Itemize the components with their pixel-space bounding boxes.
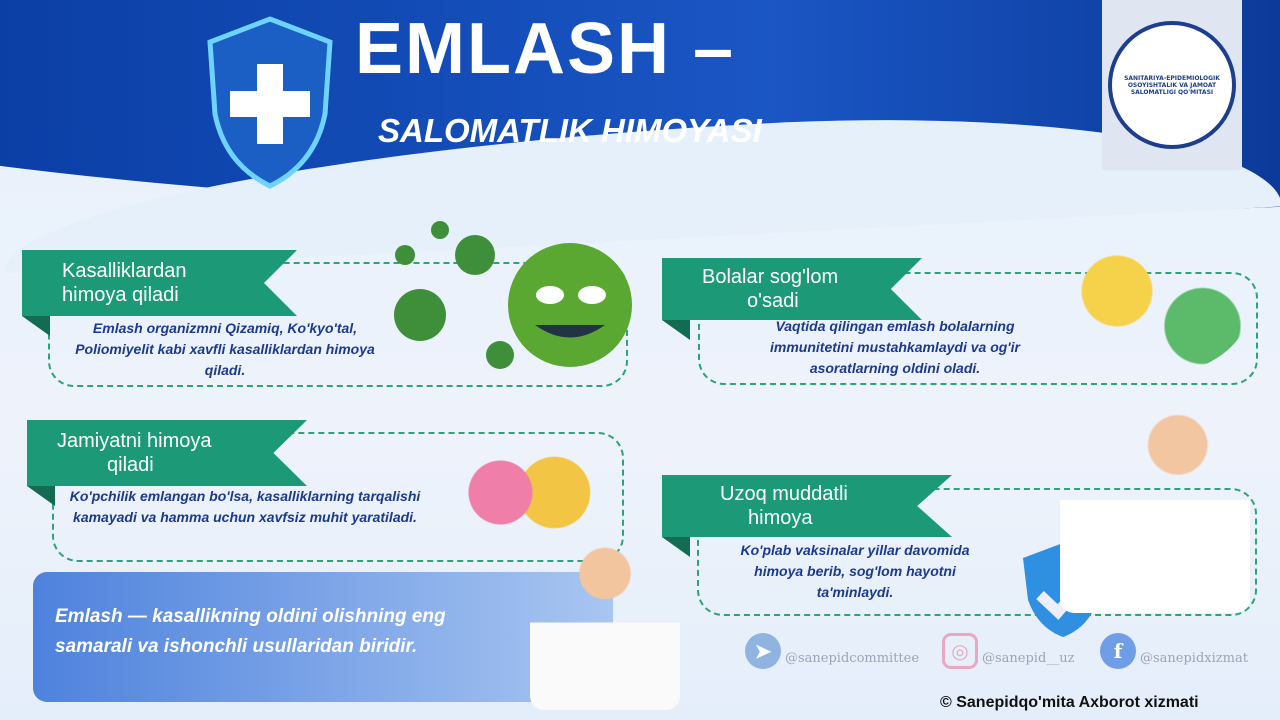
instagram-icon: ◎ (942, 633, 978, 669)
doctor-waving-illustration (530, 535, 680, 710)
ribbon-line: qiladi (107, 454, 154, 476)
committee-logo: SANITARIYA-EPIDEMIOLOGIK OSOYISHTALIK VA… (1102, 0, 1242, 170)
card-long-term-protection (697, 488, 1257, 616)
social-telegram[interactable]: ➤@sanepidcommittee (745, 633, 919, 669)
social-instagram[interactable]: ◎@sanepid__uz (942, 633, 1075, 669)
social-handle: @sanepid__uz (982, 650, 1075, 666)
key-message-box: Emlash — kasallikning oldini olishning e… (33, 572, 613, 702)
ribbon-fold (662, 320, 690, 340)
copyright: © Sanepidqo'mita Axborot xizmati (940, 694, 1199, 711)
children-illustration (1060, 235, 1250, 375)
card-description: Emlash organizmni Qizamiq, Ko'kyo'tal, P… (75, 320, 375, 378)
social-handle: @sanepidcommittee (785, 650, 920, 666)
ribbon-line: himoya (748, 507, 813, 529)
social-facebook[interactable]: f@sanepidxizmat (1100, 633, 1248, 669)
page-title: EMLASH – (355, 9, 736, 89)
ribbon-line: Uzoq muddatli (720, 483, 848, 505)
social-handle: @sanepidxizmat (1140, 650, 1248, 666)
facebook-icon: f (1100, 633, 1136, 669)
shield-plus-icon (207, 16, 333, 189)
ribbon-fold (27, 486, 55, 506)
ribbon-line: Jamiyatni himoya (57, 430, 212, 452)
ribbon-line: Bolalar sog'lom (702, 266, 839, 288)
ribbon-line: o'sadi (747, 290, 799, 312)
ribbon-line: Kasalliklardan (62, 260, 187, 282)
doctor-illustration (1060, 408, 1250, 613)
card-description: Vaqtida qilingan emlash bolalarning immu… (770, 318, 1020, 376)
virus-illustration (394, 221, 632, 369)
card-description: Ko'pchilik emlangan bo'lsa, kasalliklarn… (69, 488, 421, 525)
ribbon-line: himoya qiladi (62, 284, 179, 306)
ribbon-fold (22, 316, 50, 336)
telegram-icon: ➤ (745, 633, 781, 669)
card-children-health (698, 272, 1258, 385)
page-subtitle: SALOMATLIK HIMOYASI (378, 112, 762, 149)
card-description: Ko'plab vaksinalar yillar davomida himoy… (740, 542, 970, 600)
logo-text: SANITARIYA-EPIDEMIOLOGIK OSOYISHTALIK VA… (1108, 21, 1236, 149)
